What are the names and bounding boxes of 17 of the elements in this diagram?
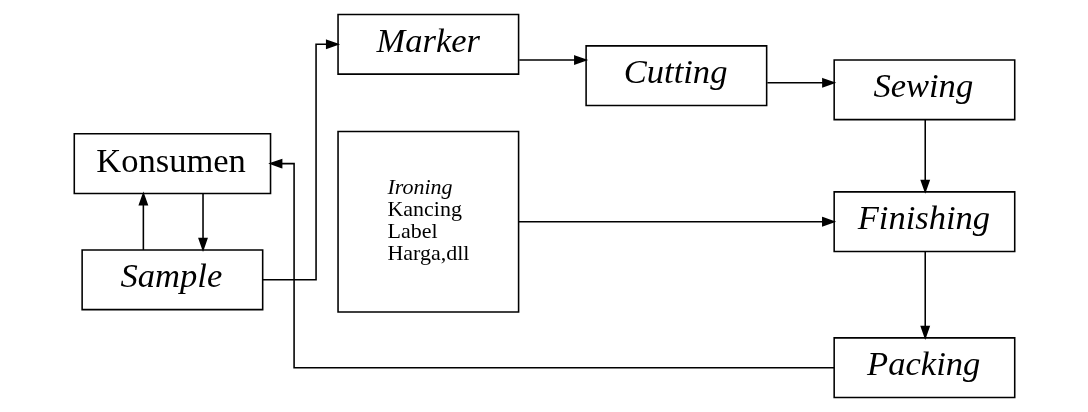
arrow — [919, 251, 930, 340]
arrow — [517, 216, 836, 227]
node-box: Sewing — [832, 59, 1015, 121]
node-box: Konsumen — [73, 133, 271, 195]
node-box: Ironing Kancing Label Harga,dll — [336, 130, 519, 313]
node-box: Sample — [80, 249, 263, 311]
node-box: Cutting — [584, 45, 767, 107]
arrow — [197, 192, 208, 252]
arrow — [518, 55, 588, 65]
node-box: Marker — [336, 13, 519, 75]
arrow — [261, 39, 340, 281]
node-box: Packing — [832, 337, 1015, 399]
arrow — [919, 118, 930, 194]
arrow — [766, 77, 836, 88]
arrow — [137, 191, 148, 251]
arrow — [267, 158, 835, 369]
node-box: Finishing — [832, 191, 1015, 253]
